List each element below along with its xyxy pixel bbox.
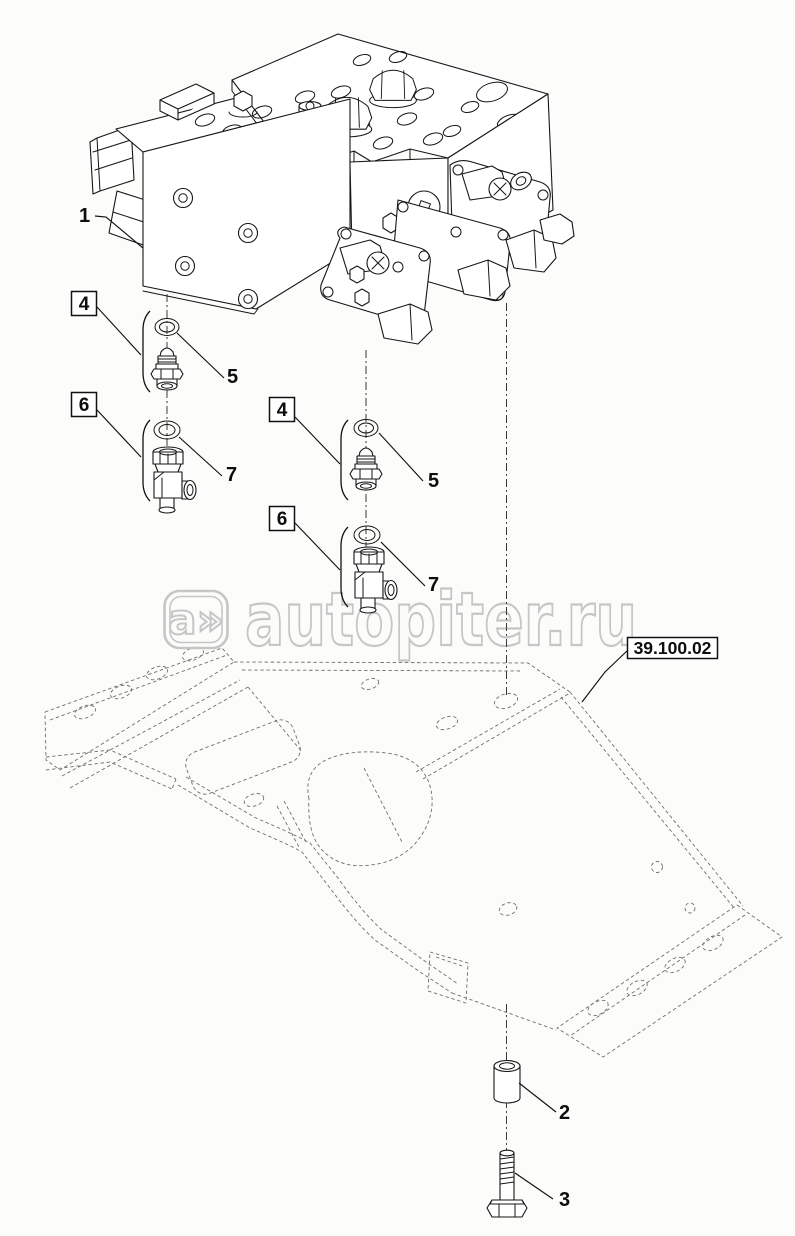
group-bracket-4-left bbox=[142, 310, 151, 393]
leader-7-left bbox=[178, 436, 223, 477]
callout-6-box-middle bbox=[268, 505, 296, 532]
straight-fitting-left bbox=[150, 347, 184, 391]
plate-rect-cutout bbox=[185, 719, 301, 795]
callout-4-label-left: 4 bbox=[79, 294, 90, 315]
callout-5-label-left: 5 bbox=[227, 366, 238, 388]
o-ring-5-middle bbox=[353, 419, 379, 437]
callout-5-label-middle: 5 bbox=[428, 470, 439, 492]
callout-7-label-middle: 7 bbox=[428, 574, 439, 596]
callout-3-label: 3 bbox=[559, 1189, 570, 1211]
leader-3 bbox=[514, 1172, 554, 1200]
small-nut bbox=[228, 90, 258, 118]
leader-6-middle bbox=[294, 522, 341, 571]
callout-6-box-left bbox=[70, 391, 98, 418]
elbow-fitting-left bbox=[152, 446, 197, 514]
leader-5-middle bbox=[378, 432, 424, 482]
left-block-front-face bbox=[142, 98, 351, 310]
callout-4-box-left bbox=[70, 290, 98, 317]
plate-top-left-flange bbox=[44, 647, 235, 771]
watermark-text: autopiter.ru bbox=[245, 577, 637, 663]
socket-screws bbox=[172, 187, 259, 310]
watermark-logo-box bbox=[163, 589, 229, 650]
group-bracket-6-left bbox=[142, 419, 151, 502]
callout-4-box-middle bbox=[268, 396, 296, 423]
mounting-plate-drawing bbox=[44, 646, 783, 1058]
leader-2 bbox=[518, 1082, 557, 1113]
plate-large-opening bbox=[307, 751, 433, 867]
leader-5-left bbox=[176, 332, 225, 379]
top-left-boss bbox=[159, 83, 215, 121]
o-ring-5-left bbox=[154, 318, 180, 336]
plate-bottom-right-flange bbox=[556, 904, 783, 1058]
o-ring-7-left bbox=[153, 420, 181, 440]
o-ring-7-middle bbox=[353, 525, 381, 545]
leader-4-middle bbox=[294, 416, 341, 465]
leader-7-middle bbox=[380, 541, 426, 587]
callout-7-label-left: 7 bbox=[226, 464, 237, 486]
hex-plugs bbox=[339, 165, 575, 345]
leader-4-left bbox=[96, 306, 142, 356]
callout-4-label-middle: 4 bbox=[277, 400, 288, 421]
ref-box-label: 39.100.02 bbox=[634, 638, 712, 658]
middle-fitting-set bbox=[349, 419, 398, 614]
acorn-cap-3 bbox=[369, 69, 417, 109]
ref-box-39-100-02 bbox=[626, 636, 719, 660]
straight-fitting-middle bbox=[349, 447, 383, 491]
callouts: 1 4 5 6 7 4 5 6 7 39.100.02 2 3 bbox=[70, 205, 719, 1211]
leader-ref-box bbox=[581, 649, 629, 703]
bolt-part3 bbox=[486, 1149, 528, 1218]
spacer-part2 bbox=[493, 1059, 521, 1104]
leader-1 bbox=[94, 215, 144, 249]
elbow-fitting-middle bbox=[353, 546, 398, 614]
callout-6-label-left: 6 bbox=[79, 395, 90, 416]
callout-2-label: 2 bbox=[559, 1102, 570, 1124]
leader-6-left bbox=[96, 409, 142, 458]
left-fitting-set bbox=[150, 318, 197, 514]
callout-1-label: 1 bbox=[79, 205, 90, 227]
watermark: a» autopiter.ru bbox=[163, 576, 638, 664]
group-bracket-6-middle bbox=[340, 526, 349, 608]
watermark-logo: a» bbox=[168, 595, 223, 644]
callout-6-label-middle: 6 bbox=[277, 509, 288, 530]
group-bracket-4-middle bbox=[340, 419, 349, 501]
valve-block-drawing bbox=[89, 33, 575, 345]
